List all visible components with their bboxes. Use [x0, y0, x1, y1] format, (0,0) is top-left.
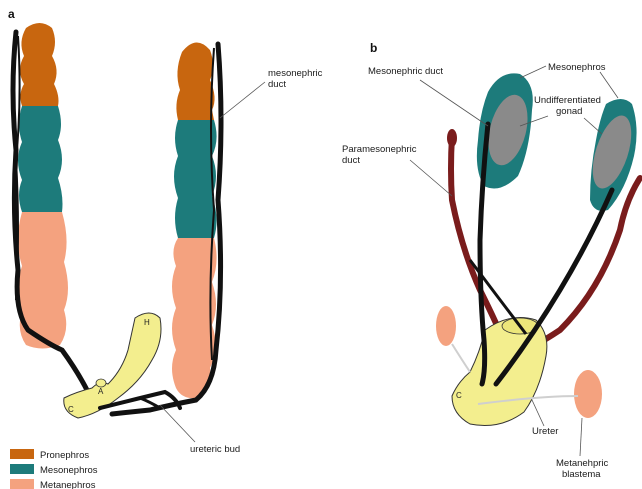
panel-b: b C Mesonephric duct Mesonephros Undiffe…	[342, 41, 640, 480]
label-mesonephric-a-2: duct	[268, 79, 286, 90]
leader-paramesonephric	[410, 160, 452, 196]
legend-swatch-mesonephros	[10, 464, 34, 474]
panel-a: a H A C mesonephric	[8, 7, 323, 455]
leader-mesonephros-left	[520, 66, 546, 78]
leader-mesonephric-duct-a	[220, 82, 265, 118]
leader-mesonephros-right	[600, 72, 618, 98]
paramesonephric-opening-left	[447, 129, 457, 147]
leader-ureteric-bud	[160, 405, 195, 442]
label-A: A	[98, 387, 104, 396]
label-C-b: C	[456, 391, 462, 400]
panel-a-letter: a	[8, 7, 15, 21]
label-metanephric-2: blastema	[562, 469, 601, 480]
metanephric-blastema-left	[436, 306, 456, 346]
label-paramesonephric-2: duct	[342, 155, 360, 166]
label-mesonephric-duct-b: Mesonephric duct	[368, 66, 443, 77]
label-mesonephric-a-1: mesonephric	[268, 68, 323, 79]
legend-swatch-pronephros	[10, 449, 34, 459]
leader-ureter	[532, 400, 544, 426]
left-nephric-column	[13, 23, 88, 392]
right-pronephros	[176, 42, 214, 120]
leader-mesonephric-duct-b	[420, 80, 488, 126]
legend: Pronephros Mesonephros Metanephros	[10, 449, 98, 489]
legend-label-mesonephros: Mesonephros	[40, 465, 98, 476]
ureter-left	[452, 344, 470, 372]
label-gonad-1: Undifferentiated	[534, 95, 601, 106]
left-pronephros	[20, 23, 59, 106]
cloaca-a: H A C	[64, 313, 180, 418]
label-metanephric-1: Metanehpric	[556, 458, 609, 469]
panel-b-letter: b	[370, 41, 377, 55]
label-ureteric-bud: ureteric bud	[190, 444, 240, 455]
label-mesonephros: Mesonephros	[548, 62, 606, 73]
legend-swatch-metanephros	[10, 479, 34, 489]
label-paramesonephric-1: Paramesonephric	[342, 144, 417, 155]
label-gonad-2: gonad	[556, 106, 582, 117]
left-mesonephros	[18, 106, 63, 212]
ureteric-bud-branch	[140, 398, 160, 408]
label-C-a: C	[68, 405, 74, 414]
label-ureter: Ureter	[532, 426, 558, 437]
label-H: H	[144, 318, 150, 327]
legend-label-metanephros: Metanephros	[40, 480, 96, 489]
leader-metanephric	[580, 418, 582, 456]
legend-label-pronephros: Pronephros	[40, 450, 89, 461]
allantois-bulge	[96, 379, 106, 387]
metanephric-blastema-right	[574, 370, 602, 418]
